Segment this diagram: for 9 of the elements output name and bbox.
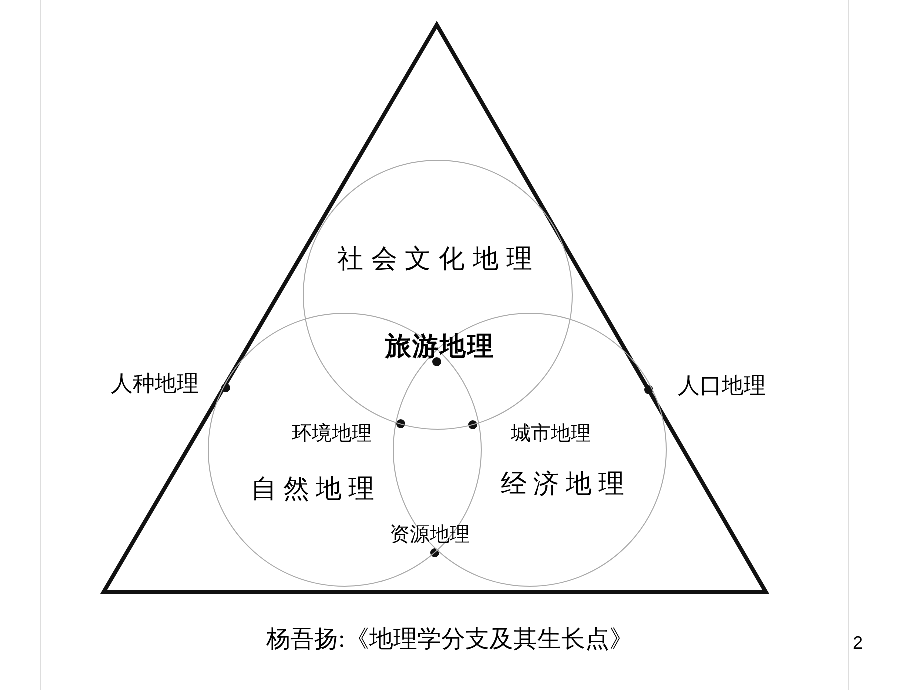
point-label: 环境地理 xyxy=(292,424,372,444)
point-label: 资源地理 xyxy=(390,525,470,545)
caption: 杨吾扬:《地理学分支及其生长点》 xyxy=(266,628,634,652)
region-title: 社会文化地理 xyxy=(338,244,540,276)
point-label: 城市地理 xyxy=(511,424,591,444)
page-number: 2 xyxy=(853,634,863,652)
region-label: 旅游地理 xyxy=(385,334,495,360)
region-title: 经济地理 xyxy=(501,468,631,500)
region-title: 自然地理 xyxy=(251,474,381,506)
